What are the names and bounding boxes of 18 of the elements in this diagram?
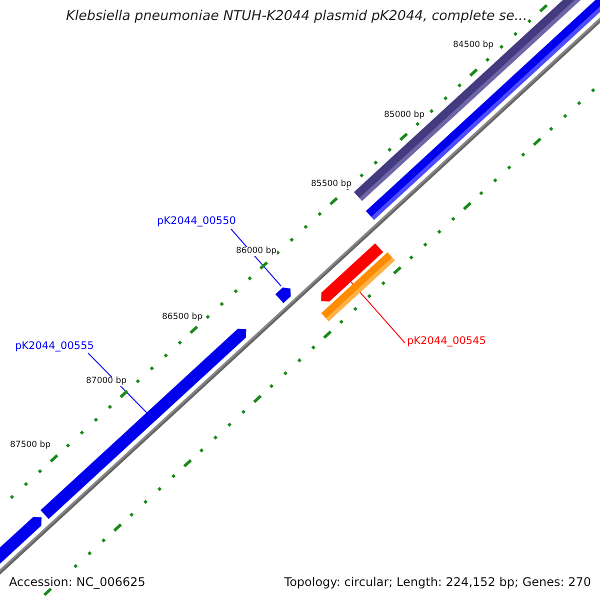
tick-label: 87500 bp [10,441,51,450]
gene-label: pK2044_00550 [157,216,236,226]
tick-label: 86500 bp [162,313,203,322]
leader-line [350,282,406,344]
summary-text: Topology: circular; Length: 224,152 bp; Genes: 270 [284,576,591,588]
gene-label: pK2044_00555 [15,341,94,352]
tick-label: 85000 bp [384,111,425,120]
tick-label: 84500 bp [453,41,494,50]
gene-feature [275,288,291,304]
accession-text: Accession: NC_006625 [9,576,146,588]
leader-line [88,352,148,414]
leader-line [230,228,282,286]
tick-label: 86000 bp [236,247,277,256]
tick-label: 85500 bp [311,180,352,188]
gene-label: pK2044_00545 [407,336,486,346]
title: Klebsiella pneumoniae NTUH-K2044 plasmid pK2044, complete se... [66,10,528,24]
tick-label: 87000 bp [86,377,127,386]
gene-feature [321,243,384,302]
